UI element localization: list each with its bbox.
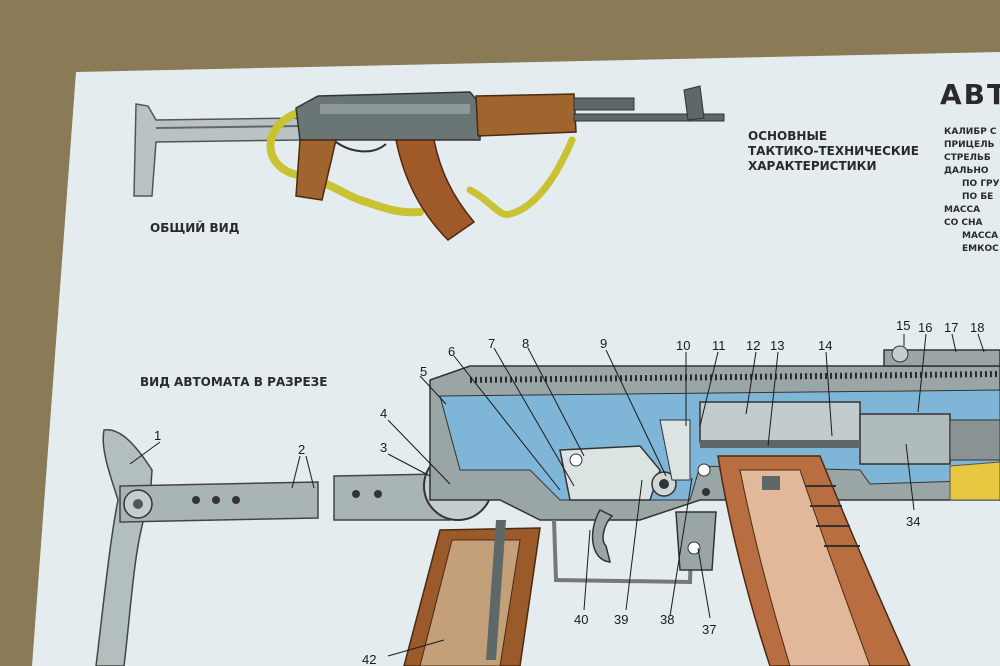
- callout-6: 6: [448, 344, 455, 359]
- callout-10: 10: [676, 338, 690, 353]
- callout-leaders: [129, 333, 985, 657]
- callout-40: 40: [574, 612, 588, 627]
- handguard: [475, 93, 577, 137]
- spec-line-3: СТРЕЛЬБ: [944, 153, 991, 163]
- receiver: [295, 91, 481, 141]
- callout-14: 14: [818, 338, 832, 353]
- bolt-carrier: [699, 401, 861, 443]
- spec-line-4: ДАЛЬНО: [944, 166, 989, 176]
- callout-numbers: 1 2 3 4 5 6 7 8 9 10 11 12 13 14 15 16 1…: [154, 318, 984, 666]
- spec-line-1: КАЛИБР С: [944, 127, 997, 137]
- spec-line-5: ПО ГРУ: [962, 179, 1000, 189]
- callout-42: 42: [362, 652, 376, 666]
- spec-line-9: МАССА: [962, 231, 998, 241]
- pistol-grip: [295, 139, 337, 201]
- callout-37: 37: [702, 622, 716, 637]
- specs-heading: ОСНОВНЫЕ ТАКТИКО-ТЕХНИЧЕСКИЕ ХАРАКТЕРИСТ…: [748, 129, 919, 173]
- poster-title: АВТ: [940, 78, 1000, 111]
- callout-11: 11: [712, 338, 726, 353]
- callout-5: 5: [420, 364, 427, 379]
- callout-38: 38: [660, 612, 674, 627]
- spec-line-2: ПРИЦЕЛЬ: [944, 140, 995, 150]
- rifle-cutaway-view: [95, 345, 1000, 666]
- front-sight: [683, 85, 705, 121]
- callout-4: 4: [380, 406, 387, 421]
- callout-39: 39: [614, 612, 628, 627]
- callout-16: 16: [918, 320, 932, 335]
- callout-34: 34: [906, 514, 920, 529]
- specs-list: КАЛИБР С ПРИЦЕЛЬ СТРЕЛЬБ ДАЛЬНО ПО ГРУ П…: [944, 127, 1000, 254]
- specs-heading-line-3: ХАРАКТЕРИСТИКИ: [748, 159, 877, 173]
- specs-heading-line-1: ОСНОВНЫЕ: [748, 129, 827, 143]
- callout-7: 7: [488, 336, 495, 351]
- callout-9: 9: [600, 336, 607, 351]
- spec-line-10: ЕМКОС: [962, 244, 999, 254]
- specs-heading-line-2: ТАКТИКО-ТЕХНИЧЕСКИЕ: [748, 144, 919, 158]
- callout-12: 12: [746, 338, 760, 353]
- cartridge: [949, 461, 1000, 501]
- callout-18: 18: [970, 320, 984, 335]
- section-view-label: ВИД АВТОМАТА В РАЗРЕЗЕ: [140, 375, 327, 389]
- magazine: [395, 139, 476, 241]
- callout-13: 13: [770, 338, 784, 353]
- callout-17: 17: [944, 320, 958, 335]
- return-spring: [469, 371, 1000, 383]
- rifle-general-view: [133, 85, 725, 241]
- trigger: [591, 509, 614, 563]
- spec-line-6: ПО БЕ: [962, 192, 993, 202]
- callout-2: 2: [298, 442, 305, 457]
- spec-line-7: МАССА: [944, 205, 980, 215]
- general-view-label: ОБЩИЙ ВИД: [150, 220, 239, 235]
- spec-line-8: СО СНА: [944, 218, 983, 228]
- callout-3: 3: [380, 440, 387, 455]
- callout-15: 15: [896, 318, 910, 333]
- callout-8: 8: [522, 336, 529, 351]
- bolt: [859, 413, 951, 465]
- callout-1: 1: [154, 428, 161, 443]
